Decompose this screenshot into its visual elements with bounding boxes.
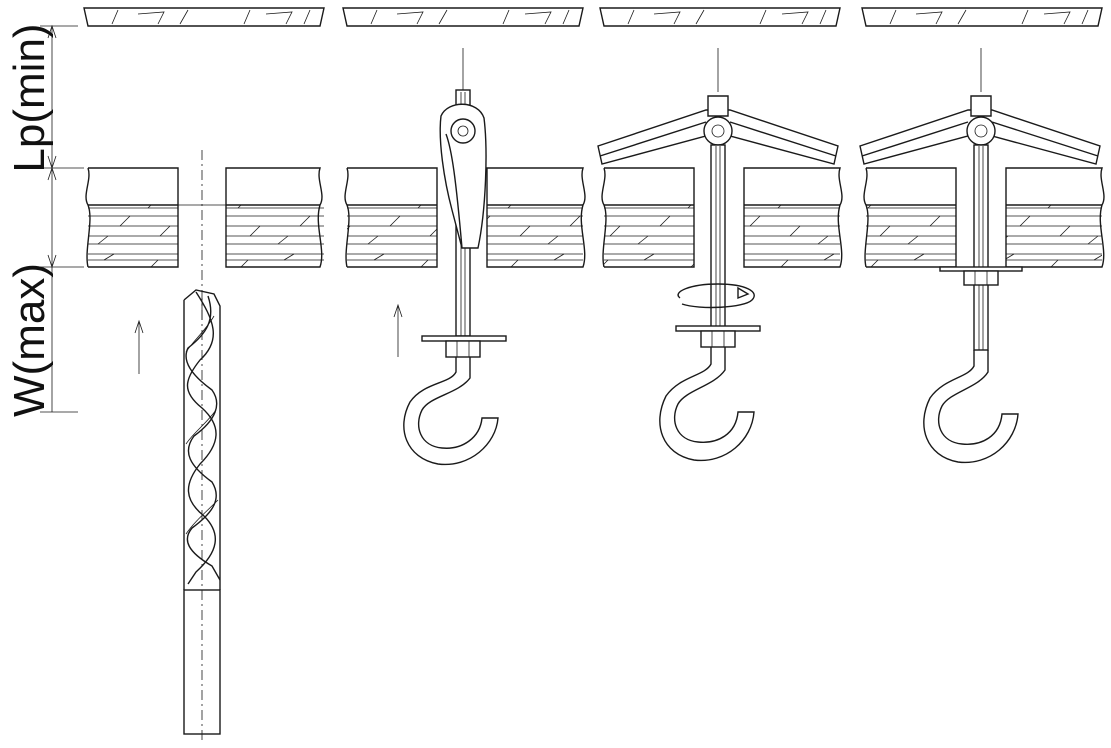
upper-board-1	[83, 7, 325, 27]
upward-arrow-2	[393, 303, 403, 357]
upward-arrow-1	[134, 319, 144, 374]
upper-board-2	[342, 7, 584, 27]
upper-board-3	[599, 7, 841, 27]
dimension-annotations: Lp(min) W(max)	[5, 23, 84, 417]
lp-min-label: Lp(min)	[5, 23, 54, 172]
installed-anchor-hook	[859, 48, 1101, 464]
drilled-board-1	[85, 167, 324, 268]
drill-bit	[183, 150, 221, 742]
folded-anchor-hook	[403, 48, 507, 466]
w-max-label: W(max)	[5, 263, 54, 417]
expanded-anchor-tightening	[597, 48, 839, 462]
upper-board-4	[861, 7, 1103, 27]
